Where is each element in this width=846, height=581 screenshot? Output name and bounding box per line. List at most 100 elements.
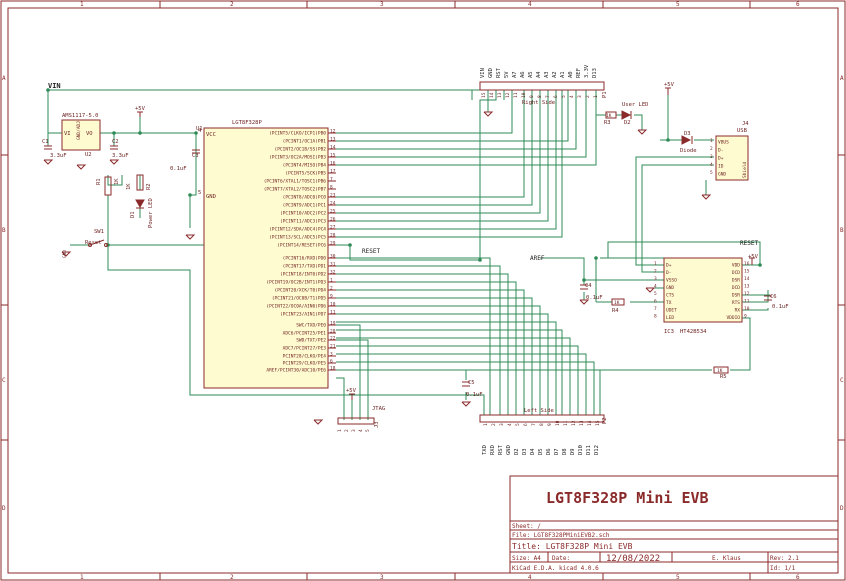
usb-pin-label: GND: [718, 172, 726, 178]
mcu-pin-number: 20: [330, 329, 336, 335]
row-label: C: [2, 377, 6, 384]
diode-d3-name: Diode: [680, 148, 697, 154]
r2-ref: R2: [146, 183, 152, 190]
usb-pin-number: 5: [710, 170, 713, 176]
left-side-pin-number: 9: [547, 423, 553, 426]
c4-value: 0.1uF: [586, 295, 603, 301]
c6-ref: C6: [770, 294, 777, 300]
usb-uart-pin-number: 5: [654, 291, 657, 297]
usb-shield: Shield: [742, 161, 748, 178]
c1-ref: C1: [42, 139, 49, 145]
usb-uart-pin-number: 2: [654, 269, 657, 275]
col-label: 5: [676, 574, 680, 581]
mcu-pin-name: (PCINT18/INT0)PD2: [280, 272, 326, 278]
mcu-gnd-pin: 5: [198, 190, 201, 196]
usb-uart-pin-label: UDET: [666, 308, 677, 314]
reset-switch-contact: [88, 243, 92, 247]
left-side-pin-number: 12: [571, 420, 577, 426]
usb-uart-pin-label: CTS: [666, 293, 674, 299]
mcu-pin-name: (PCINT2/OC1B/SS)PB2: [275, 147, 327, 153]
usb-uart-pin-label: RX: [735, 308, 741, 314]
right-side-pin-number: 4: [569, 95, 575, 98]
right-side-pin-label: A2: [552, 71, 558, 78]
mcu-pin-number: 9: [330, 294, 333, 300]
mcu-pin-name: ADC6/PCINT25/PE1: [283, 331, 327, 337]
left-side-pin-number: 5: [515, 423, 521, 426]
left-side-pin-number: 7: [531, 423, 537, 426]
r3-value: 1K: [606, 113, 612, 119]
left-side-pin-label: D10: [578, 445, 584, 455]
user-led-symbol: [621, 110, 632, 120]
gnd-symbol: [43, 159, 54, 165]
right-side-header: [479, 81, 605, 91]
user-led-ref: D2: [624, 120, 631, 126]
mcu-pin-number: 16: [330, 161, 336, 167]
passives: [44, 110, 772, 387]
left-side-pin-number: 8: [539, 423, 545, 426]
power-led-name: Power LED: [148, 198, 154, 228]
mcu-pin-number: 14: [330, 145, 336, 151]
mcu-pin-number: 23: [330, 193, 336, 199]
usb-5v-label: +5V: [664, 82, 675, 88]
jtag-5v-label: +5V: [346, 388, 357, 394]
col-label: 3: [380, 574, 384, 581]
right-side-pin-label: REF: [576, 68, 582, 78]
mcu-vcc: VCC: [206, 132, 216, 138]
mcu-pin-name: (PCINT5/SCK)PB5: [285, 171, 326, 177]
mcu-pin-number: 2: [330, 286, 333, 292]
mcu-pin-name: (PCINT16/RXD)PD0: [283, 256, 327, 262]
mcu-gnd: GND: [206, 194, 216, 200]
left-side-pin-label: D7: [554, 448, 560, 455]
gnd-symbol: [483, 111, 494, 117]
junctions: [46, 88, 762, 282]
r1-ref: R1: [96, 178, 102, 185]
regulator-pin-vi: VI: [64, 131, 71, 137]
power-flag-5v: [137, 111, 143, 117]
usb-uart-pin-number: 11: [744, 299, 750, 305]
left-side-pin-label: D3: [522, 448, 528, 455]
mcu-vcc-pin: 4: [198, 128, 202, 134]
col-label: 1: [80, 1, 84, 8]
usb-pin-label: VBUS: [718, 140, 729, 146]
usb-uart-name: HT42B534: [680, 329, 707, 335]
r2-body: [136, 174, 144, 191]
mcu-pin-name: (PCINT13/SCL/ADC5)PC5: [269, 235, 326, 241]
r1-value: 1K: [114, 178, 120, 185]
title-block-sheet: Sheet: /: [512, 523, 541, 530]
gnd-symbol: [76, 164, 87, 170]
mcu-pin-name: ADC7/PCINT27/PE3: [283, 346, 327, 352]
left-side-pin-number: 11: [563, 420, 569, 426]
right-side-pin-number: 8: [537, 95, 543, 98]
mcu-pin-name: (PCINT10/ADC2)PC2: [280, 211, 326, 217]
gnd-symbol: [185, 234, 196, 240]
power-flags: [137, 87, 755, 400]
col-label: 2: [230, 574, 234, 581]
usb-uart-pin-label: DCD: [732, 270, 740, 276]
c2-ref: C2: [112, 139, 119, 145]
r5-body: [713, 366, 729, 374]
regulator-ref: U2: [85, 152, 92, 158]
r4-ref: R4: [612, 308, 619, 314]
usb-uart-pin-label: VDD: [732, 263, 740, 269]
c2-value: 3.3uF: [112, 153, 129, 159]
mcu-pin-name: AREF/PCINT30/ADC10/PE6: [266, 368, 326, 374]
mcu-pin-name: (PCINT12/SDA/ADC4)PC4: [269, 227, 326, 233]
c5-ref: C5: [468, 380, 475, 386]
c3-value: 0.1uF: [170, 166, 187, 172]
gnd-symbol: [579, 299, 590, 305]
mcu-pin-name: (PCINT5/CLKO/ICP1)PB0: [269, 131, 326, 137]
r5-ref: R5: [720, 374, 727, 380]
usb-pin-label: ID: [718, 164, 724, 170]
left-side-pin-label: D4: [530, 448, 536, 455]
col-label: 2: [230, 1, 234, 8]
mcu-pin-number: 8: [330, 185, 333, 191]
mcu-pin-number: 27: [330, 225, 336, 231]
left-side-pin-number: 15: [595, 420, 601, 426]
gnd-symbol: [461, 401, 472, 407]
mcu-pin-name: (PCINT11/ADC3)PC3: [280, 219, 326, 225]
usb-pin-label: D+: [718, 156, 724, 162]
mcu-pin-name: SWC/TXD/PE0: [296, 323, 326, 329]
title-block-rev: Rev: 2.1: [770, 555, 799, 562]
right-side-pin-label: A4: [536, 71, 542, 78]
jtag-connector: [337, 417, 375, 425]
